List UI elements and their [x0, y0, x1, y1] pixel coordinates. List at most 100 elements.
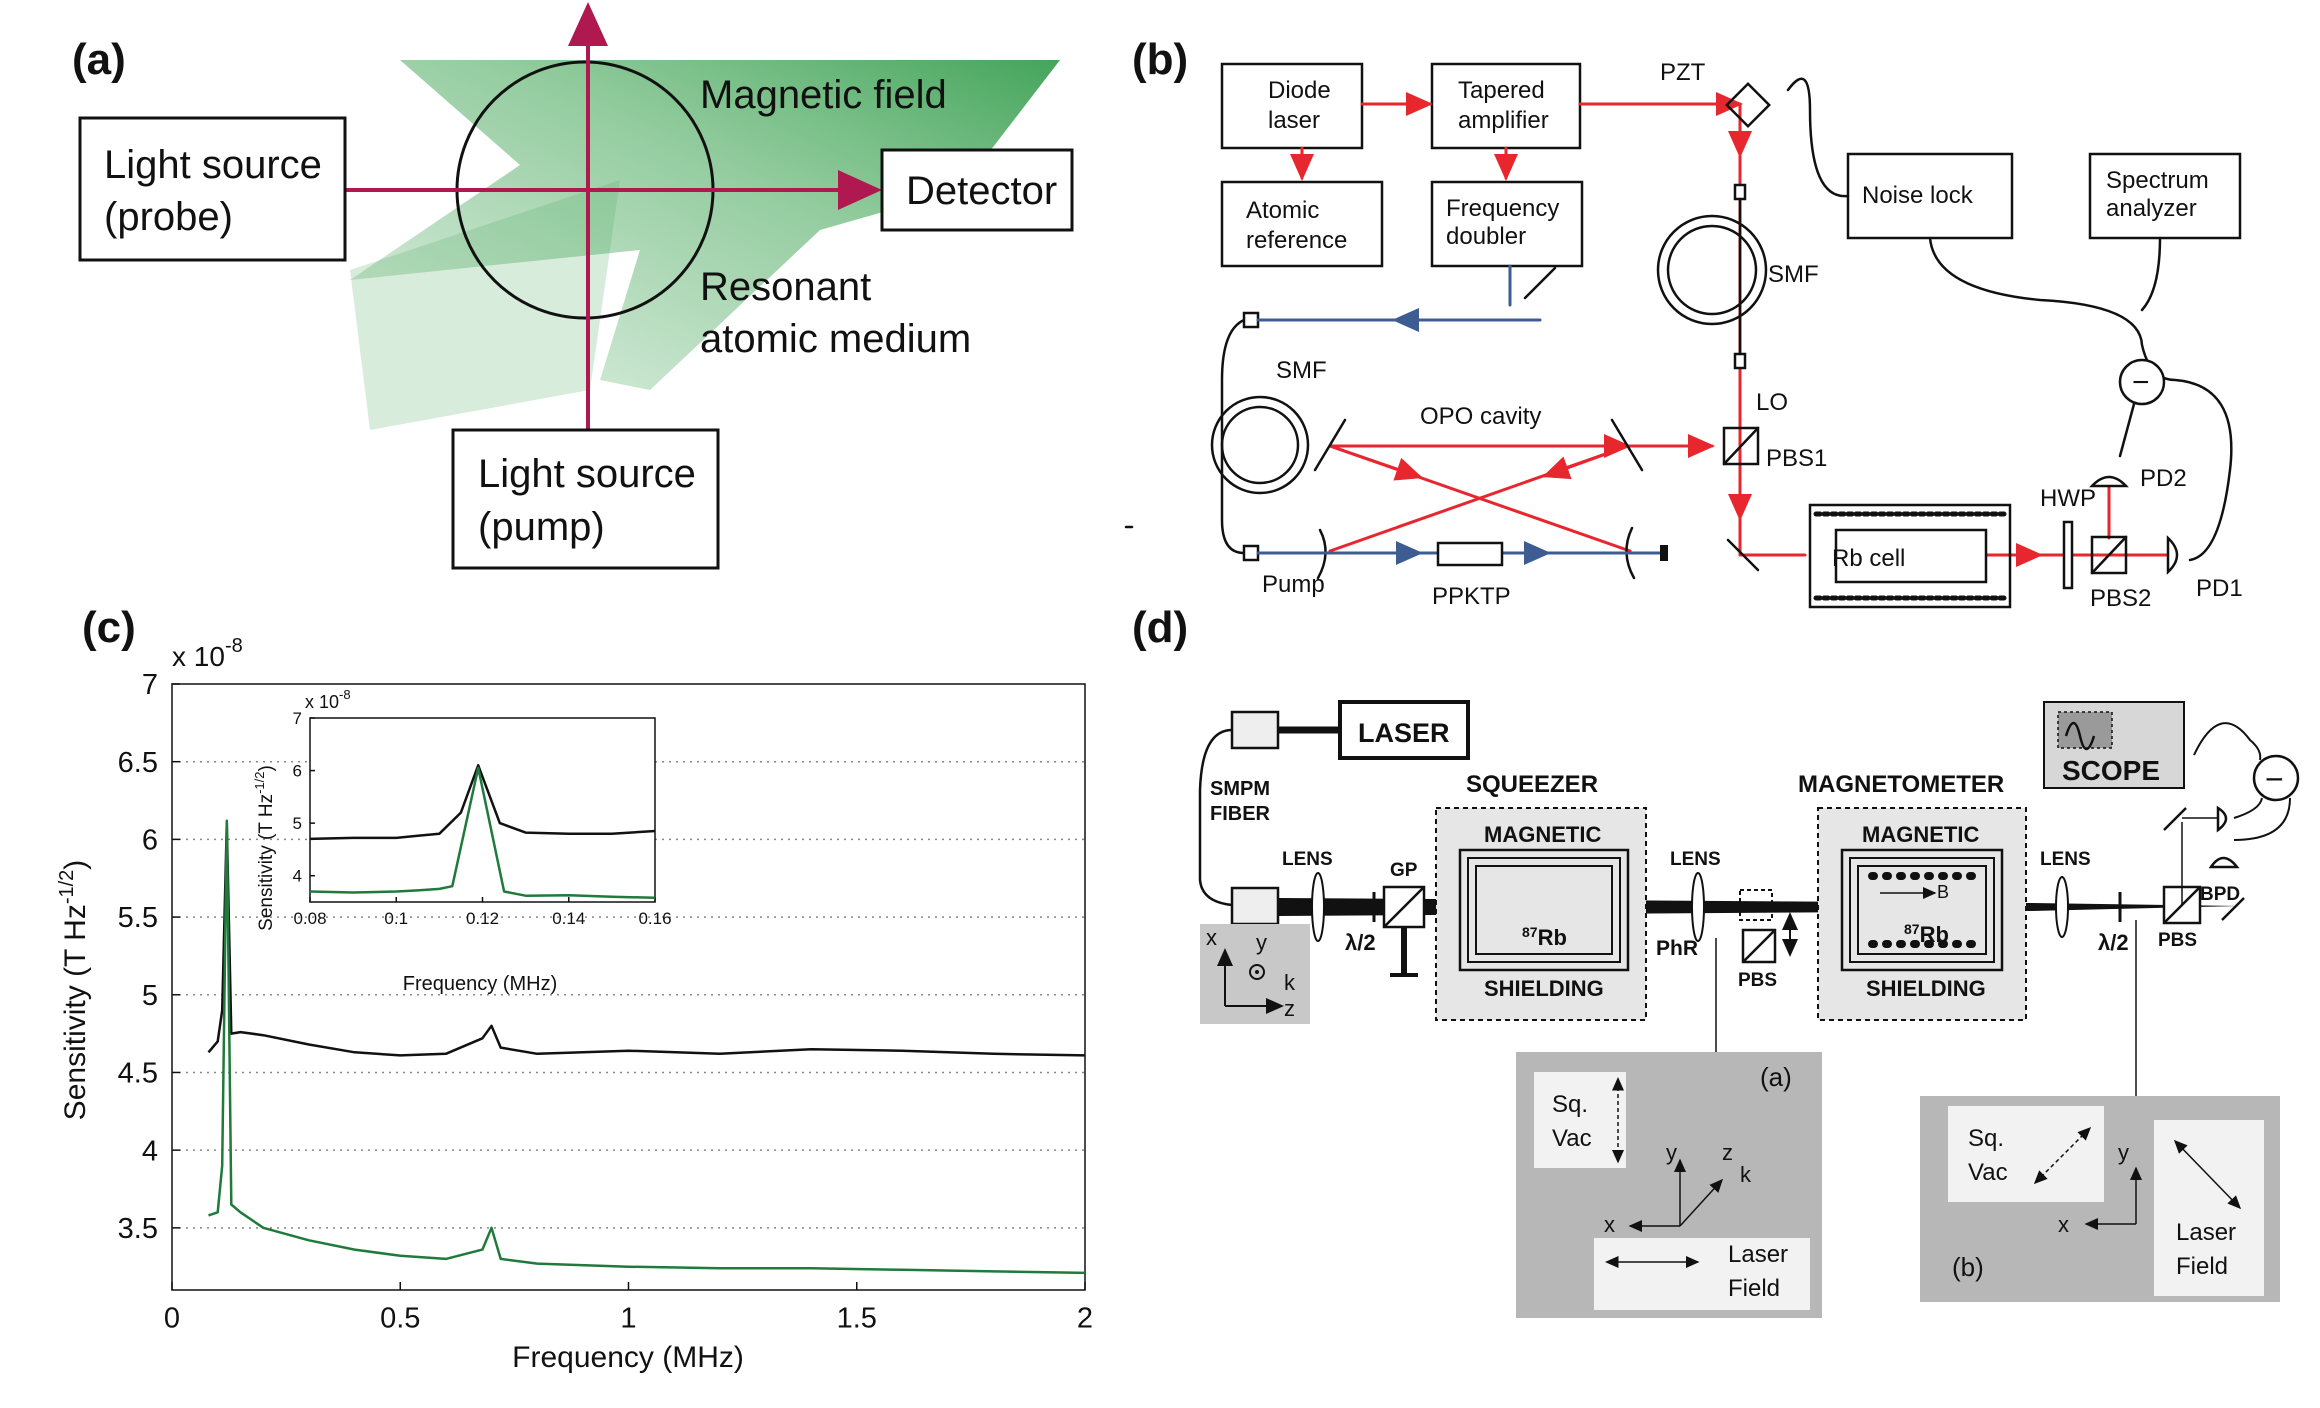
panel-a-label: (a)	[72, 35, 126, 84]
inset-series-1	[309, 766, 656, 900]
ppktp: PPKTP	[1432, 583, 1511, 610]
atomic-1: Atomic	[1246, 197, 1319, 224]
inset-xtick-label-1: 0.1	[384, 909, 408, 928]
laser-field-box-a	[1594, 1238, 1810, 1310]
panel-b-label: (b)	[1132, 35, 1188, 84]
coord-y: y	[1256, 930, 1267, 955]
panel-d: (d) LASER SMPM FIBER x y k z LENS LENS L…	[1132, 603, 2300, 1318]
laser-field-a-1: Laser	[1728, 1241, 1788, 1268]
main-xtick-label-0: 0	[164, 1303, 180, 1335]
sq-vac-a-1: Sq.	[1552, 1091, 1588, 1118]
smf-left: SMF	[1276, 357, 1327, 384]
doubler-1: Frequency	[1446, 195, 1559, 222]
sq-vac-box-b	[1948, 1106, 2104, 1202]
probe-label-2: (probe)	[104, 195, 233, 239]
noise-lock-box	[1846, 152, 2014, 240]
bpd-label: BPD	[2200, 884, 2240, 905]
pump-label-2: (pump)	[478, 505, 605, 549]
atomic-2: reference	[1246, 227, 1347, 254]
hw1-label: λ/2	[1345, 930, 1376, 955]
fiber-coupler-top	[1230, 710, 1280, 750]
pump-source-box	[451, 428, 720, 570]
ina-k: k	[1740, 1162, 1752, 1187]
minus-circle-d	[2252, 754, 2300, 802]
sq-vac-box-a	[1534, 1072, 1626, 1168]
inset-ytick-label-0: 4	[293, 867, 302, 886]
lens-1-label: LENS	[1282, 849, 1333, 870]
lens-2	[1691, 872, 1705, 942]
main-xtick-label-4: 2	[1077, 1303, 1093, 1335]
pd1: PD1	[2196, 575, 2243, 602]
inset-b-label: (b)	[1952, 1252, 1984, 1282]
main-ytick-label-6: 6.5	[118, 747, 158, 779]
pbs1-cube	[1722, 426, 1760, 466]
atomic-ref-box	[1220, 180, 1384, 268]
sine-wave-icon	[2064, 721, 2096, 751]
inset-xtick-label-4: 0.16	[638, 909, 671, 928]
inset-multiplier: x 10-8	[305, 687, 351, 712]
laser-field-b-1: Laser	[2176, 1219, 2236, 1246]
beam-dump	[1660, 545, 1668, 561]
main-ytick-label-0: 3.5	[118, 1213, 158, 1245]
magnetometer-label: MAGNETOMETER	[1798, 771, 2004, 798]
fiber-coupler-bottom	[1230, 886, 1280, 926]
minus-d: −	[2265, 761, 2284, 797]
inset-a-label: (a)	[1760, 1062, 1792, 1092]
main-ytick-label-3: 5	[142, 980, 158, 1012]
probe-label-1: Light source	[104, 143, 322, 187]
panel-b: (b) Diode laser Tapered amplifier Atomic…	[1124, 35, 2243, 612]
freq-doubler-box	[1430, 180, 1584, 268]
pbs2-cube	[2090, 535, 2128, 575]
diode-2: laser	[1268, 107, 1320, 134]
ppktp-crystal	[1436, 541, 1504, 567]
inset-ylabel: Sensitivity (T Hz-1/2)	[252, 765, 277, 931]
sq-rb: 87Rb	[1522, 924, 1567, 950]
mg-shielding: SHIELDING	[1866, 976, 1986, 1001]
movable-pbs-slot	[1739, 889, 1773, 921]
coord-z: z	[1284, 996, 1295, 1021]
movable-pbs-label: PBS	[1738, 970, 1777, 991]
laser-label: LASER	[1358, 718, 1450, 748]
inset-xtick-label-2: 0.12	[466, 909, 499, 928]
smf-right: SMF	[1768, 261, 1819, 288]
pd2: PD2	[2140, 465, 2187, 492]
laser-field-a-2: Field	[1728, 1275, 1780, 1302]
sq-magnetic: MAGNETIC	[1484, 822, 1601, 847]
scope-label: SCOPE	[2062, 755, 2160, 786]
hw2-label: λ/2	[2098, 930, 2129, 955]
rb-cell-housing	[1808, 503, 2012, 609]
mg-magnetic: MAGNETIC	[1862, 822, 1979, 847]
detector-box	[880, 148, 1074, 232]
inset-xlabel: Frequency (MHz)	[403, 973, 557, 995]
phr-label: PhR	[1656, 937, 1698, 960]
squeezer-label: SQUEEZER	[1466, 771, 1598, 798]
pzt: PZT	[1660, 59, 1706, 86]
lo: LO	[1756, 389, 1788, 416]
inset-xtick-label-0: 0.08	[293, 909, 326, 928]
inset-xtick-label-3: 0.14	[552, 909, 585, 928]
inb-y: y	[2118, 1140, 2129, 1165]
medium-label-1: Resonant	[700, 265, 871, 309]
sq-vac-b-1: Sq.	[1968, 1125, 2004, 1152]
ina-y: y	[1666, 1140, 1677, 1165]
main-ytick-label-7: 7	[142, 669, 158, 701]
noise-lock: Noise lock	[1862, 182, 1974, 209]
panel-a: (a) Light source (probe) Detector Light …	[72, 2, 1074, 570]
laser-field-b-2: Field	[2176, 1253, 2228, 1280]
sq-vac-a-2: Vac	[1552, 1125, 1592, 1152]
medium-label-2: atomic medium	[700, 317, 971, 361]
b-vector: B	[1937, 882, 1949, 902]
panel-d-label: (d)	[1132, 603, 1188, 652]
inset-ytick-label-2: 6	[293, 762, 302, 781]
diode-1: Diode	[1268, 77, 1331, 104]
pbs2: PBS2	[2090, 585, 2151, 612]
rb-cell-label: Rb cell	[1832, 545, 1905, 572]
main-xtick-label-3: 1.5	[837, 1303, 877, 1335]
main-xtick-label-2: 1	[620, 1303, 636, 1335]
pbs-final-label: PBS	[2158, 930, 2197, 951]
coord-k: k	[1284, 970, 1296, 995]
main-series-1	[208, 819, 1086, 1275]
